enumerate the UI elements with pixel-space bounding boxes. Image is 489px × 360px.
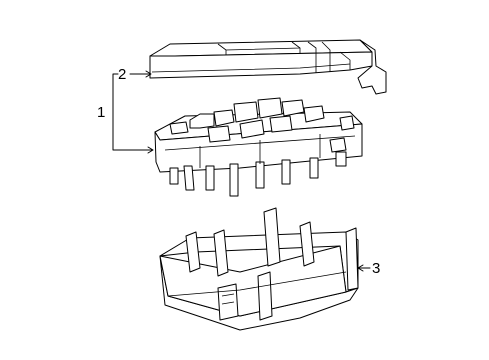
fuse-box-assembly <box>154 97 363 197</box>
callout-3: 3 <box>372 260 380 277</box>
leader-1-arrowhead <box>147 146 154 154</box>
callout-1: 1 <box>97 104 105 121</box>
fuse-box-cover <box>149 39 387 95</box>
leader-lines <box>112 70 371 272</box>
leader-1-bracket <box>112 73 119 113</box>
leader-2-arrowhead <box>145 70 152 78</box>
leader-1-lower <box>112 111 153 151</box>
fuse-box-lower-housing <box>159 207 359 331</box>
callout-2: 2 <box>118 66 126 83</box>
leader-3-arrowhead <box>357 264 364 272</box>
